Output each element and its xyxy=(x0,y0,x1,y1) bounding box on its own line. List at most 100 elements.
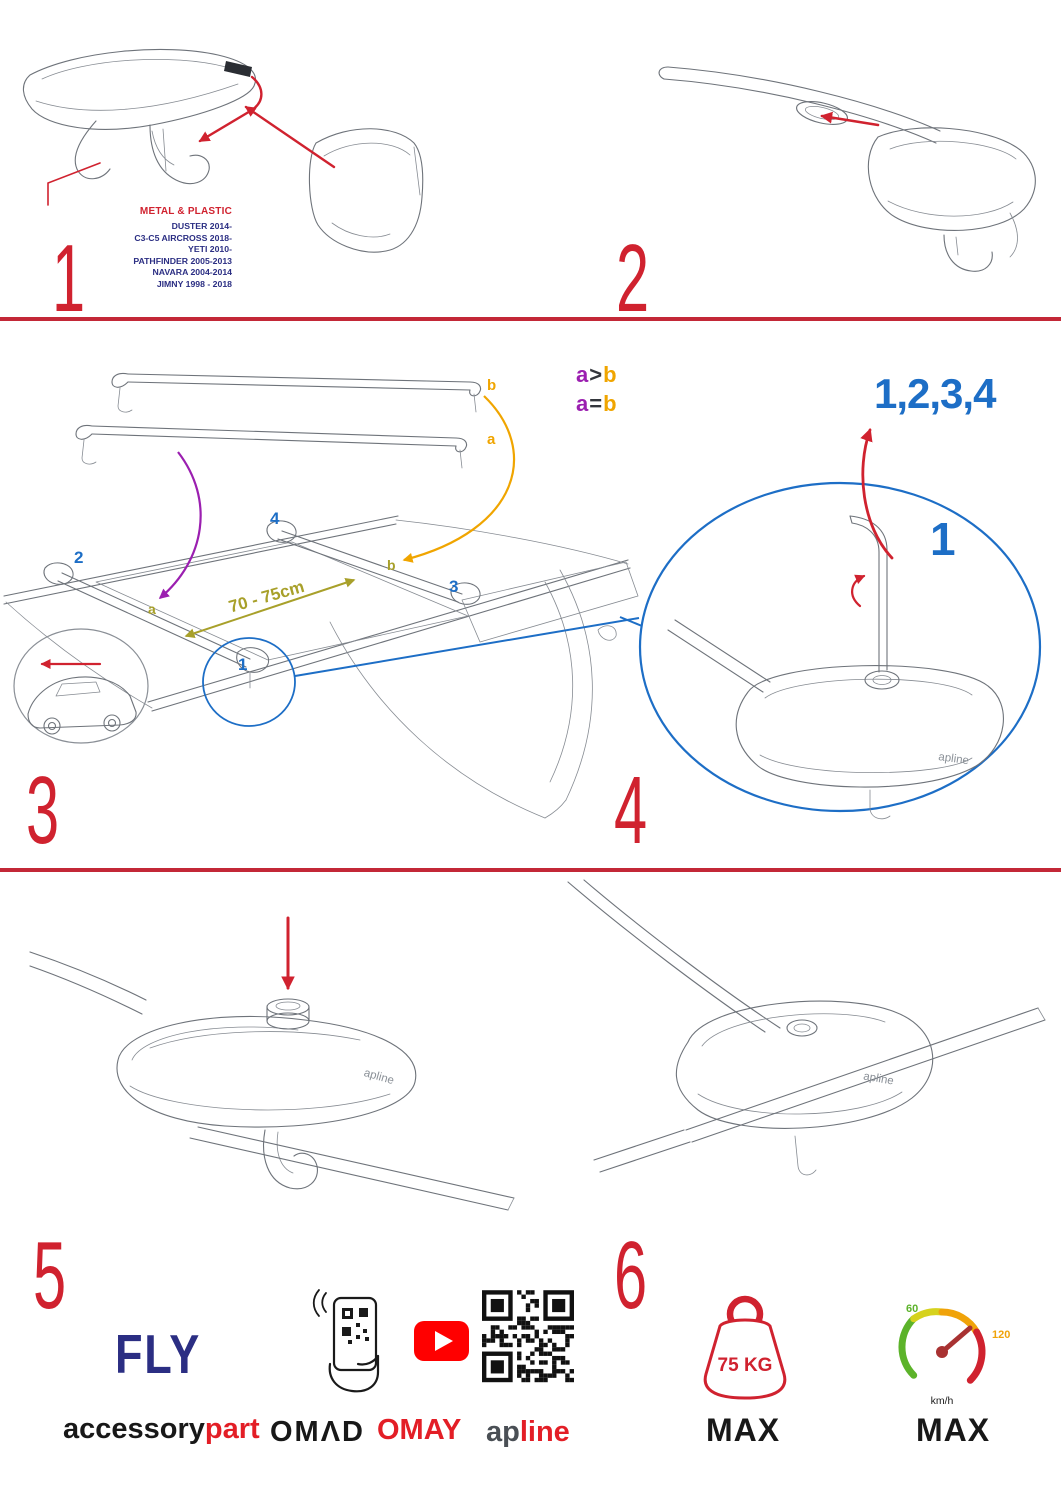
step1-number: 1 xyxy=(52,225,86,332)
bar-b-label: b xyxy=(487,377,496,394)
legend-eq: = xyxy=(589,391,604,416)
bar-a-label: a xyxy=(487,431,496,448)
mounted-front-bar-drawing xyxy=(43,562,270,689)
clamp-edge-arrow xyxy=(198,75,263,143)
model-item: NAVARA 2004-2014 xyxy=(152,267,232,277)
tighten-sequence-label: 1,2,3,4 xyxy=(874,370,996,417)
step5-number: 5 xyxy=(33,1222,67,1329)
end-clamp-drawing xyxy=(867,127,1036,272)
legend-a: a xyxy=(576,362,590,387)
first-clamp-label: 1 xyxy=(930,513,956,565)
clamp-body-drawing xyxy=(22,48,256,185)
models-leader-line xyxy=(47,162,101,206)
rail-hook-drawing xyxy=(189,1126,515,1211)
speed-high-label: 120 xyxy=(992,1329,1010,1341)
compatible-models-list: DUSTER 2014- C3-C5 AIRCROSS 2018- YETI 2… xyxy=(60,221,232,290)
legend-a-gt-b: a>b xyxy=(576,362,618,388)
material-label: METAL & PLASTIC xyxy=(139,206,232,217)
zoom-highlight-circle xyxy=(202,637,296,727)
clamp-foot-drawing xyxy=(667,619,1004,820)
clamp-cover-drawing xyxy=(308,128,424,253)
weight-limit-icon: 75 KG xyxy=(703,1295,787,1400)
speed-max-label: MAX xyxy=(916,1412,991,1448)
roof-rail-drawing xyxy=(593,1007,1046,1173)
legend-a-eq-b: a=b xyxy=(576,391,618,417)
mounted-rear-bar-drawing xyxy=(266,520,481,605)
phone-qr-pattern xyxy=(342,1308,369,1344)
omad-logo: OMΛD xyxy=(270,1416,365,1449)
roof-a-label: a xyxy=(148,601,156,617)
speed-low-label: 60 xyxy=(906,1303,918,1315)
sequence-pointer-arrow xyxy=(860,428,894,560)
omay-logo: OMAY xyxy=(377,1414,461,1447)
cover-attach-arrow xyxy=(244,105,336,169)
speed-gauge-arcs xyxy=(898,1308,986,1384)
car-roof-drawing xyxy=(3,515,639,819)
apline-logo: apline xyxy=(486,1416,570,1449)
bar-b-route-arrow xyxy=(402,395,516,563)
apline-badge xyxy=(224,61,252,77)
step4-zoom-drawing: apline xyxy=(619,428,1042,820)
roof-b-label: b xyxy=(387,557,396,573)
clamp-number-3: 3 xyxy=(449,577,458,596)
weight-value: 75 KG xyxy=(718,1355,773,1376)
omad-logo-text: OMΛD xyxy=(270,1416,365,1448)
model-item: C3-C5 AIRCROSS 2018- xyxy=(134,232,232,243)
model-item: DUSTER 2014- xyxy=(171,221,232,231)
clamp-number-1: 1 xyxy=(238,655,247,674)
step4-number: 4 xyxy=(614,757,648,864)
weight-body xyxy=(703,1318,787,1400)
rotate-key-arrow xyxy=(851,574,866,608)
step2-number: 2 xyxy=(616,225,650,332)
speed-unit-label: km/h xyxy=(931,1395,954,1407)
crossbar-b-drawing xyxy=(111,372,482,413)
tighten-knob-drawing xyxy=(266,998,310,1030)
qr-code xyxy=(482,1290,574,1383)
step6-installed-drawing: apline xyxy=(567,879,1046,1176)
step3-roof-drawing: b a 70 - 75cm xyxy=(3,372,640,819)
apline-logo-ap: ap xyxy=(486,1416,520,1448)
section-divider-2 xyxy=(0,868,1061,872)
legend-b: b xyxy=(603,362,618,387)
bar-a-route-arrow xyxy=(158,451,202,599)
model-item: PATHFINDER 2005-2013 xyxy=(133,255,232,266)
step2-bar-drawing xyxy=(658,66,1036,272)
accessorypart-logo: accessorypart xyxy=(63,1413,260,1446)
zoom-circle xyxy=(638,481,1042,813)
zoom-leader-line xyxy=(294,617,640,677)
crossbar-a-drawing xyxy=(75,424,468,469)
section-divider-1 xyxy=(0,317,1061,321)
allen-key-drawing xyxy=(849,515,888,673)
accessorypart-logo-accessory: accessory xyxy=(63,1413,205,1445)
apline-mark: apline xyxy=(938,751,970,767)
youtube-icon xyxy=(414,1321,469,1361)
crossbar-profile-drawing xyxy=(658,66,941,144)
model-item: YETI 2010- xyxy=(188,244,232,254)
omay-logo-text: OMAY xyxy=(377,1414,462,1446)
speed-limit-icon: 60 120 km/h xyxy=(898,1303,1010,1407)
car-direction-inset xyxy=(13,628,149,744)
legend-gt: > xyxy=(589,362,604,387)
accessorypart-logo-part: part xyxy=(204,1413,260,1445)
distance-label: 70 - 75cm xyxy=(227,577,307,617)
legend-a: a xyxy=(576,391,590,416)
step3-number: 3 xyxy=(26,757,60,864)
installed-clamp-drawing xyxy=(567,879,934,1176)
clamp-number-4: 4 xyxy=(270,509,280,528)
product-name: FLY xyxy=(115,1323,201,1385)
step6-number: 6 xyxy=(614,1222,648,1329)
zoom-leader-line-end xyxy=(619,616,643,627)
apline-mark: apline xyxy=(862,1070,894,1087)
model-item: JIMNY 1998 - 2018 xyxy=(156,278,232,289)
slot-insert-arrow xyxy=(820,111,880,127)
speed-needle-hub xyxy=(936,1346,948,1358)
step5-knob-drawing: apline xyxy=(29,916,515,1211)
clamp-pad-drawing xyxy=(29,951,417,1128)
clamp-number-2: 2 xyxy=(74,548,83,567)
legend-b: b xyxy=(603,391,618,416)
distance-arrow xyxy=(184,577,356,639)
apline-logo-line: line xyxy=(519,1416,570,1448)
apline-mark: apline xyxy=(362,1067,395,1087)
weight-max-label: MAX xyxy=(706,1412,781,1448)
